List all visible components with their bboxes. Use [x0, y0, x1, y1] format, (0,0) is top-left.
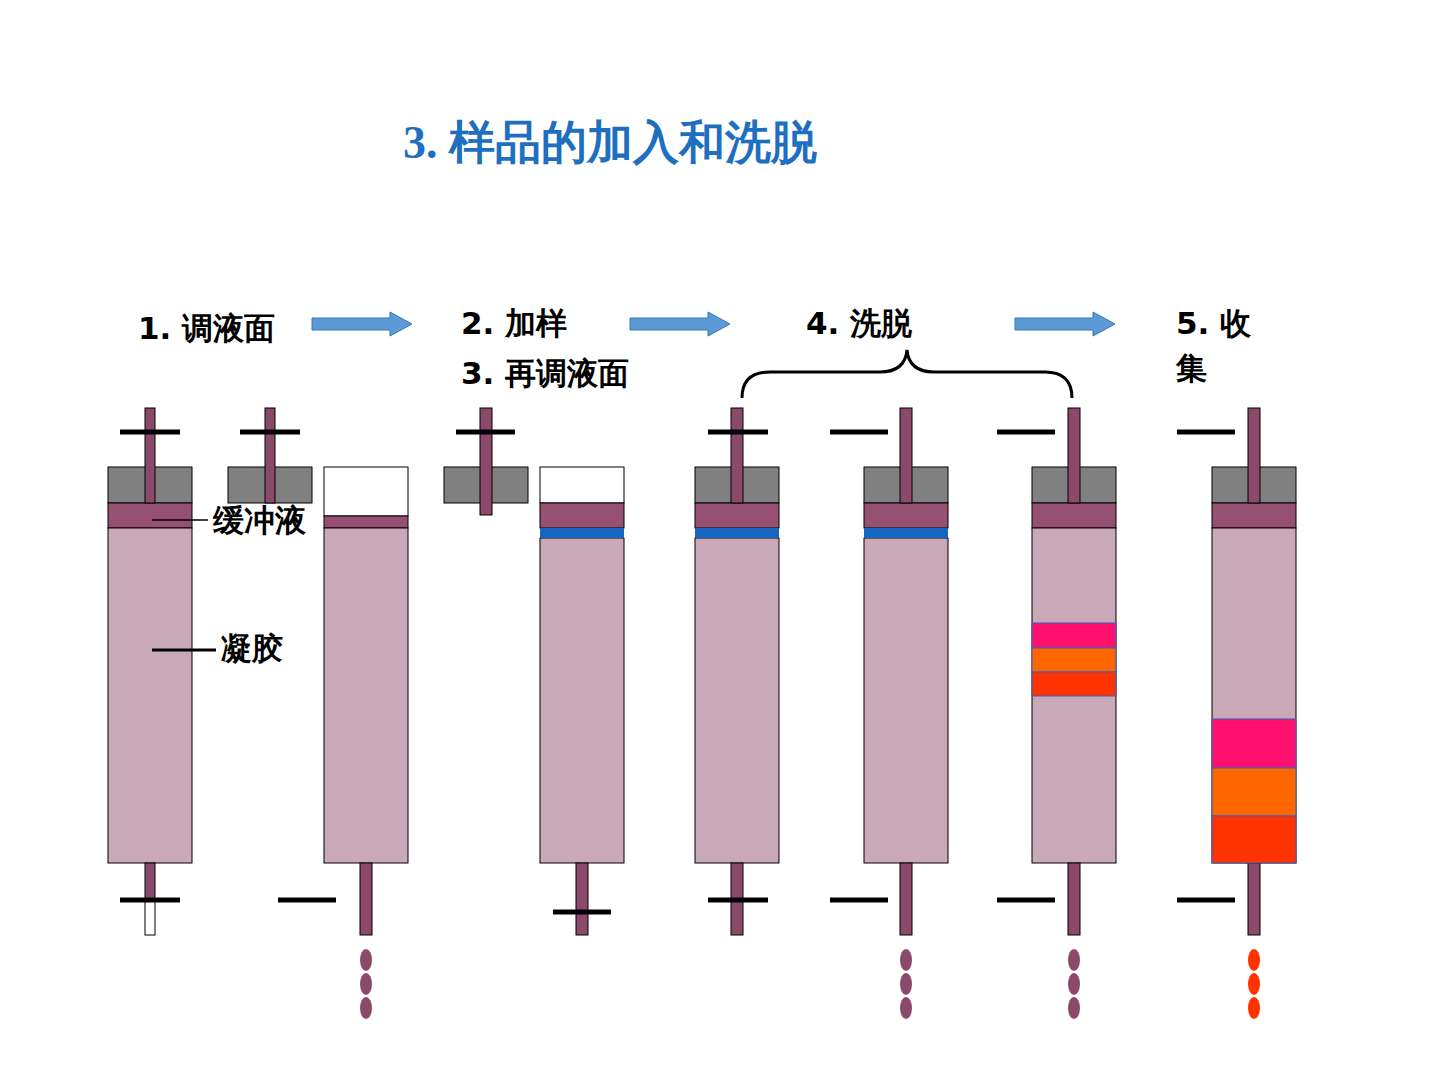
clamps: [120, 432, 1235, 912]
drops-red: [1248, 949, 1260, 1019]
step-arrows: [312, 312, 1115, 336]
columns: [108, 408, 1296, 935]
part-label: 凝胶: [221, 628, 283, 670]
leader-line: [152, 649, 216, 652]
step-label: 4. 洗脱: [806, 301, 912, 346]
step-label: 1. 调液面: [138, 306, 275, 351]
step-label: 3. 再调液面: [461, 351, 631, 396]
step-label: 5. 收集: [1176, 301, 1268, 391]
title: 3. 样品的加入和洗脱: [403, 112, 817, 174]
sample-bands: [540, 528, 948, 538]
step-label: 2. 加样: [461, 301, 567, 346]
part-label: 缓冲液: [213, 500, 306, 542]
separated-bands: [1032, 623, 1296, 863]
drops: [360, 949, 1080, 1019]
leader-line: [152, 519, 208, 521]
brace: [742, 350, 1072, 398]
